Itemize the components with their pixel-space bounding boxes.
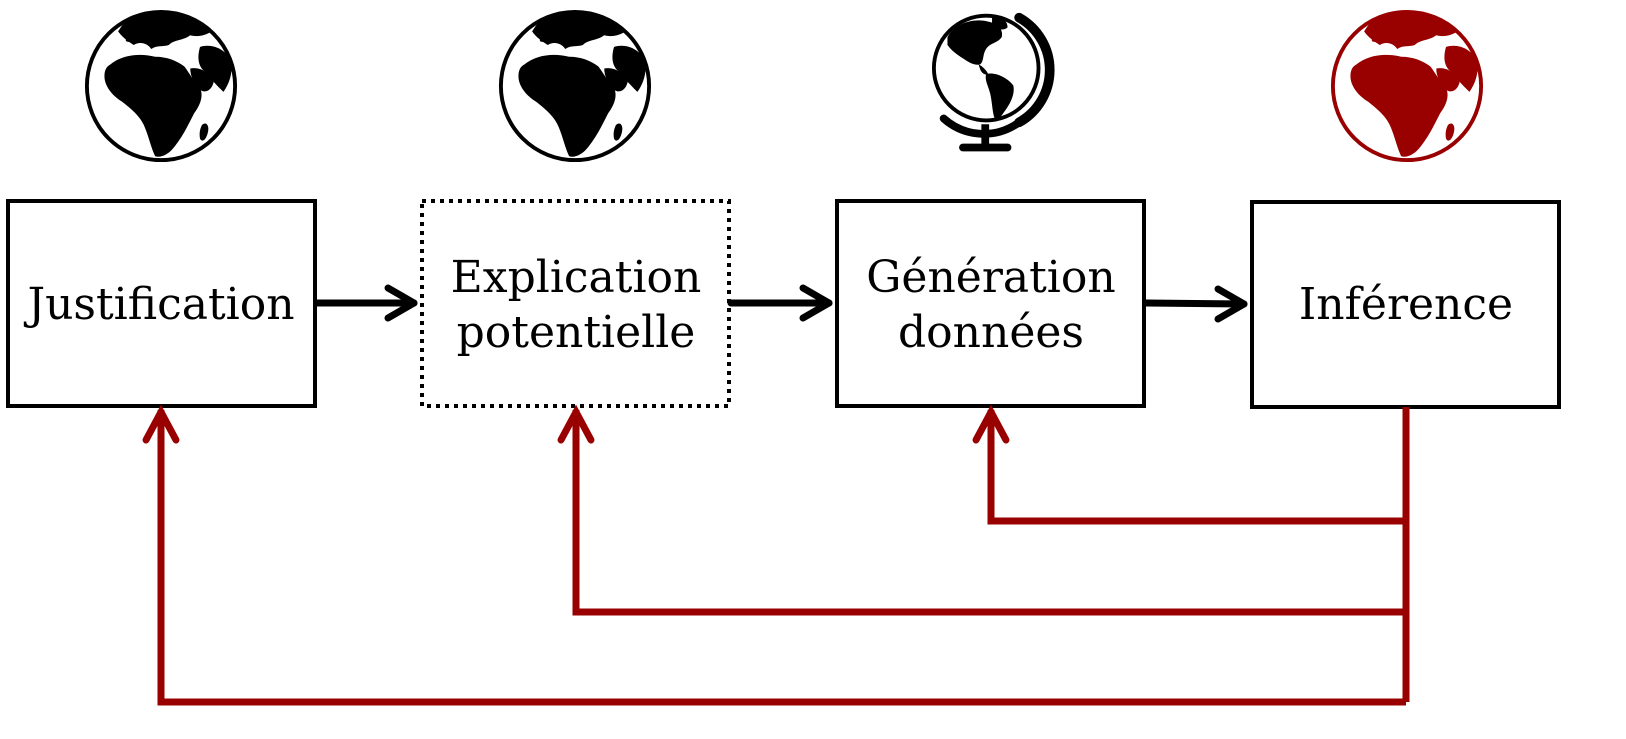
globe-earth-icon <box>1330 9 1484 163</box>
box-label: Inférence <box>1299 279 1513 330</box>
desk-globe-icon <box>934 16 1050 152</box>
feedback-arrow <box>972 404 1406 525</box>
globe-earth-icon <box>498 9 652 163</box>
box-inference: Inférence <box>1250 200 1561 409</box>
forward-arrow <box>313 284 418 322</box>
box-label: Génération <box>866 252 1115 303</box>
forward-arrow <box>727 284 833 322</box>
box-generation-donnees: Génération données <box>835 199 1146 408</box>
box-label: Explication <box>451 252 702 303</box>
box-justification: Justification <box>6 199 317 408</box>
box-label: données <box>898 307 1084 358</box>
globe-earth-icon <box>84 9 238 163</box>
box-explication-potentielle: Explication potentielle <box>420 199 731 408</box>
box-label: Justification <box>23 279 294 330</box>
feedback-arrow <box>557 404 1406 616</box>
feedback-arrow <box>142 404 1406 706</box>
forward-arrow <box>1142 285 1248 323</box>
box-label: potentielle <box>457 307 696 358</box>
